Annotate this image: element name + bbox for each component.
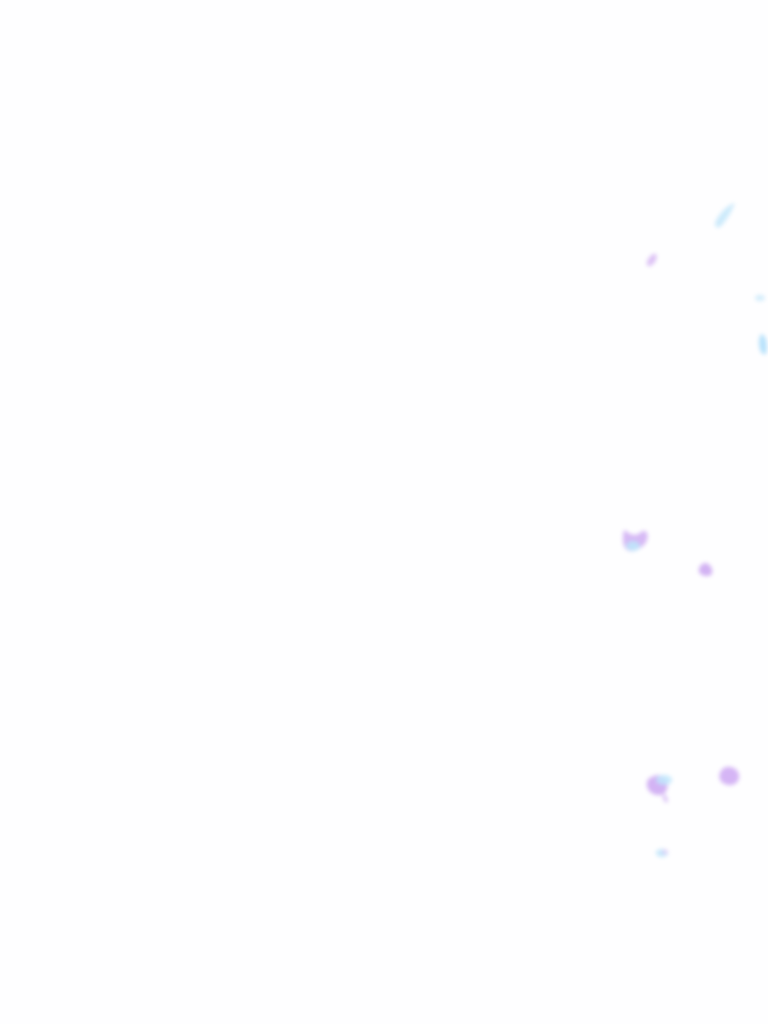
speck-blue-3	[759, 334, 767, 355]
speck-violet-6	[719, 766, 740, 786]
speck-blue-2	[755, 295, 765, 301]
speck-blue-5	[656, 775, 672, 785]
speck-blue-4	[626, 541, 640, 551]
speck-violet-1	[646, 253, 657, 267]
speck-violet-7	[662, 849, 668, 855]
speck-violet-5	[662, 793, 668, 803]
speck-blue-1	[715, 203, 735, 228]
speck-violet-3	[698, 563, 713, 576]
